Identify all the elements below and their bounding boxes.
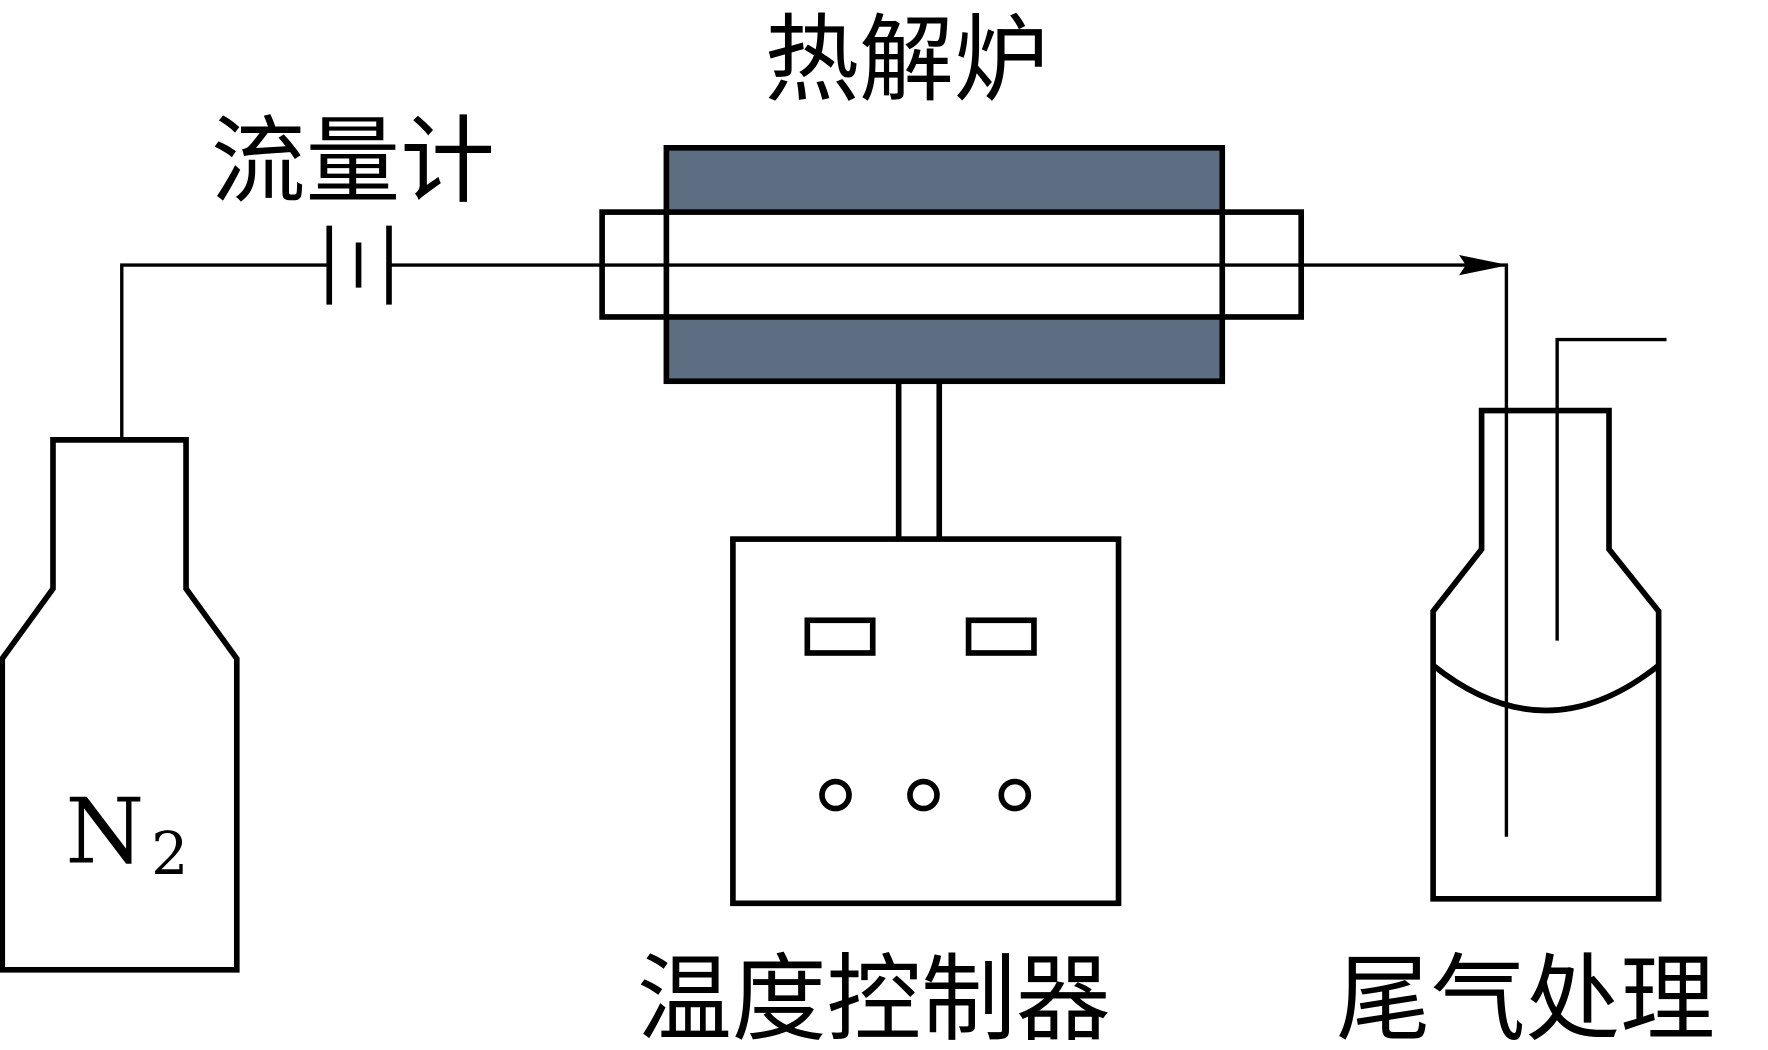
flow-arrow-icon	[1459, 254, 1509, 276]
furnace-label: 热解炉	[764, 6, 1048, 116]
nitrogen-cylinder	[0, 437, 240, 973]
controller-knob-3	[998, 778, 1032, 812]
nitrogen-symbol: N	[65, 780, 144, 885]
temperature-controller	[730, 536, 1122, 907]
controller-label: 温度控制器	[637, 945, 1111, 1050]
gas-line-outlet	[1465, 263, 1509, 837]
exhaust-vent-line	[1555, 337, 1667, 641]
exhaust-label: 尾气处理	[1336, 945, 1715, 1050]
controller-display-right	[965, 617, 1037, 656]
controller-knob-1	[819, 778, 852, 812]
controller-knob-2	[907, 778, 940, 812]
controller-display-left	[804, 617, 876, 656]
flowmeter-label: 流量计	[211, 107, 495, 217]
exhaust-liquid-surface	[1431, 663, 1661, 714]
gas-line-inlet	[120, 263, 330, 440]
nitrogen-subscript: 2	[151, 820, 188, 888]
exhaust-bottle	[1430, 407, 1662, 902]
